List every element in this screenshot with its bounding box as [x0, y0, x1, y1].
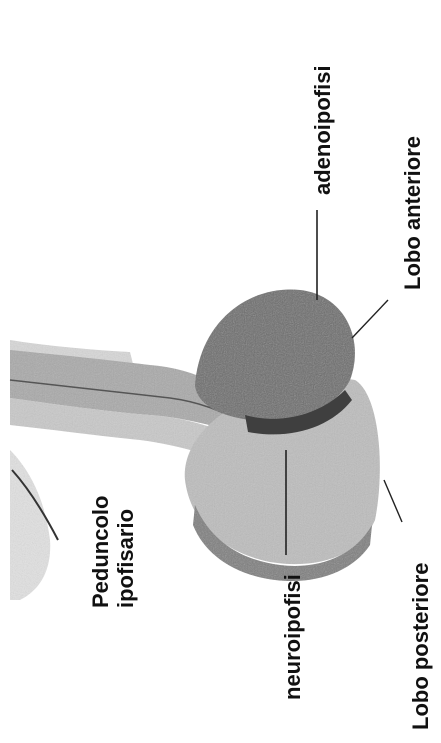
- label-lobo-anteriore: Lobo anteriore: [400, 136, 425, 290]
- lobo-posteriore-leader: [384, 480, 402, 522]
- lower-left-structure: [10, 450, 50, 600]
- label-ipofisario: ipofisario: [113, 509, 138, 608]
- label-neuroipofisi: neuroipofisi: [280, 574, 305, 700]
- lobo-anteriore-leader: [352, 300, 388, 338]
- anterior-lobe: [195, 290, 355, 421]
- label-peduncolo: Peduncolo: [88, 496, 113, 608]
- label-adenoipofisi: adenoipofisi: [310, 65, 335, 195]
- label-lobo-posteriore: Lobo posteriore: [408, 563, 433, 730]
